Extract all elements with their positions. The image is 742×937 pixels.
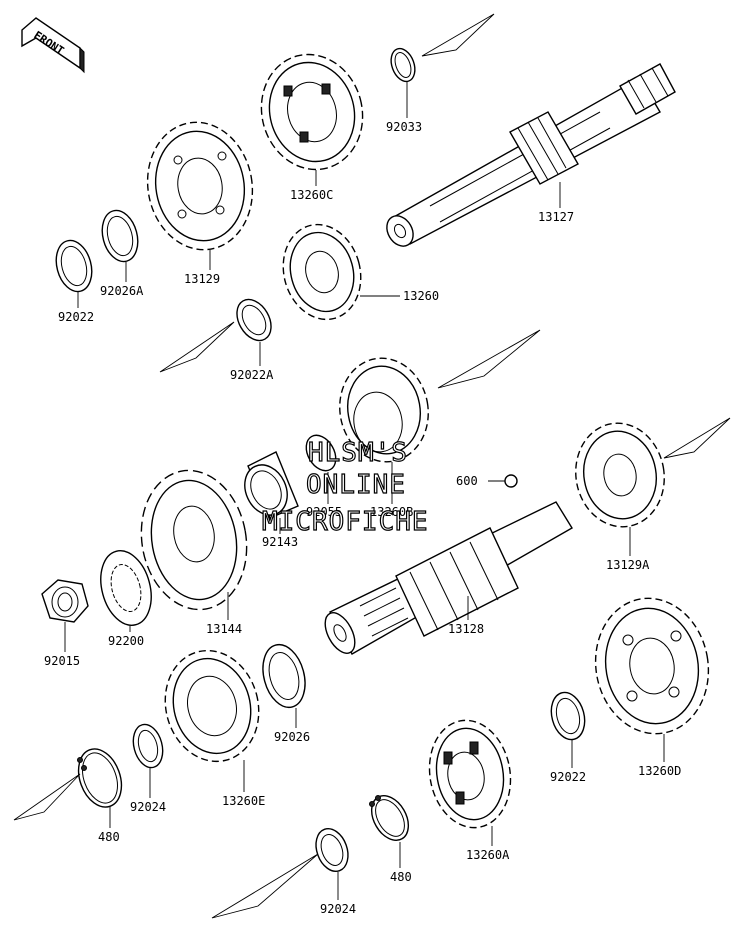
shaft-13127[interactable] xyxy=(382,63,676,251)
collar-92143[interactable] xyxy=(237,451,299,522)
gear-13129a[interactable] xyxy=(568,416,673,534)
front-direction-marker: FRONT xyxy=(21,17,85,74)
part-label-480-left[interactable]: 480 xyxy=(98,830,120,844)
watermark-line-1: HLSM'S xyxy=(308,438,408,468)
part-label-92022a[interactable]: 92022A xyxy=(230,368,274,382)
washer-92022-right[interactable] xyxy=(546,689,589,744)
watermark-line-3: MICROFICHE xyxy=(262,507,429,537)
washer-92024-left[interactable] xyxy=(129,721,167,771)
part-label-92033[interactable]: 92033 xyxy=(386,120,422,134)
sprocket-13144[interactable] xyxy=(131,462,258,618)
part-label-13260e[interactable]: 13260E xyxy=(222,794,265,808)
nut-92015[interactable] xyxy=(41,579,89,623)
part-label-13128[interactable]: 13128 xyxy=(448,622,484,636)
part-label-92026a[interactable]: 92026A xyxy=(100,284,144,298)
washer-92026[interactable] xyxy=(256,640,311,712)
part-label-92024-left[interactable]: 92024 xyxy=(130,800,166,814)
leader-lines xyxy=(64,82,665,900)
washer-92024-bottom[interactable] xyxy=(310,824,353,876)
part-label-92026[interactable]: 92026 xyxy=(274,730,310,744)
part-label-92022-right[interactable]: 92022 xyxy=(550,770,586,784)
part-label-92200[interactable]: 92200 xyxy=(108,634,144,648)
oring-92055[interactable] xyxy=(300,430,342,476)
circlip-480-left[interactable] xyxy=(71,743,129,813)
part-label-13260a[interactable]: 13260A xyxy=(466,848,510,862)
washer-92200[interactable] xyxy=(93,545,159,631)
part-label-13129a[interactable]: 13129A xyxy=(606,558,650,572)
washer-92022-top[interactable] xyxy=(51,236,97,295)
part-label-13127[interactable]: 13127 xyxy=(538,210,574,224)
part-label-13260[interactable]: 13260 xyxy=(403,289,439,303)
part-label-92015[interactable]: 92015 xyxy=(44,654,80,668)
watermark-line-2: ONLINE xyxy=(306,470,406,500)
washer-92022a[interactable] xyxy=(230,293,278,346)
part-label-480-bottom[interactable]: 480 xyxy=(390,870,412,884)
gear-13260d[interactable] xyxy=(585,589,719,742)
part-label-13144[interactable]: 13144 xyxy=(206,622,242,636)
part-label-600[interactable]: 600 xyxy=(456,474,478,488)
circlip-92033[interactable] xyxy=(387,45,419,84)
part-label-92024-bottom[interactable]: 92024 xyxy=(320,902,356,916)
axis-lines xyxy=(13,13,731,919)
gear-13260b[interactable] xyxy=(332,351,437,469)
gear-13260e[interactable] xyxy=(153,640,271,772)
part-label-13129[interactable]: 13129 xyxy=(184,272,220,286)
watermark: HLSM'S ONLINE MICROFICHE xyxy=(261,437,429,537)
circlip-480-bottom[interactable] xyxy=(364,789,416,847)
part-label-92143[interactable]: 92143 xyxy=(262,535,298,549)
gear-13260[interactable] xyxy=(273,216,371,328)
gear-13129[interactable] xyxy=(138,114,263,258)
ball-600[interactable] xyxy=(504,474,518,488)
shaft-13128[interactable] xyxy=(319,501,573,658)
gear-13260c[interactable] xyxy=(249,43,376,181)
part-label-13260d[interactable]: 13260D xyxy=(638,764,681,778)
part-label-92055[interactable]: 92055 xyxy=(306,505,342,519)
part-label-92022-top[interactable]: 92022 xyxy=(58,310,94,324)
gear-13260a[interactable] xyxy=(421,714,519,834)
part-labels: 92033 13260C 13127 13129 92026A 92022 13… xyxy=(44,120,681,916)
washer-92026a[interactable] xyxy=(97,206,143,265)
part-label-13260c[interactable]: 13260C xyxy=(290,188,333,202)
part-label-13260b[interactable]: 13260B xyxy=(370,505,413,519)
